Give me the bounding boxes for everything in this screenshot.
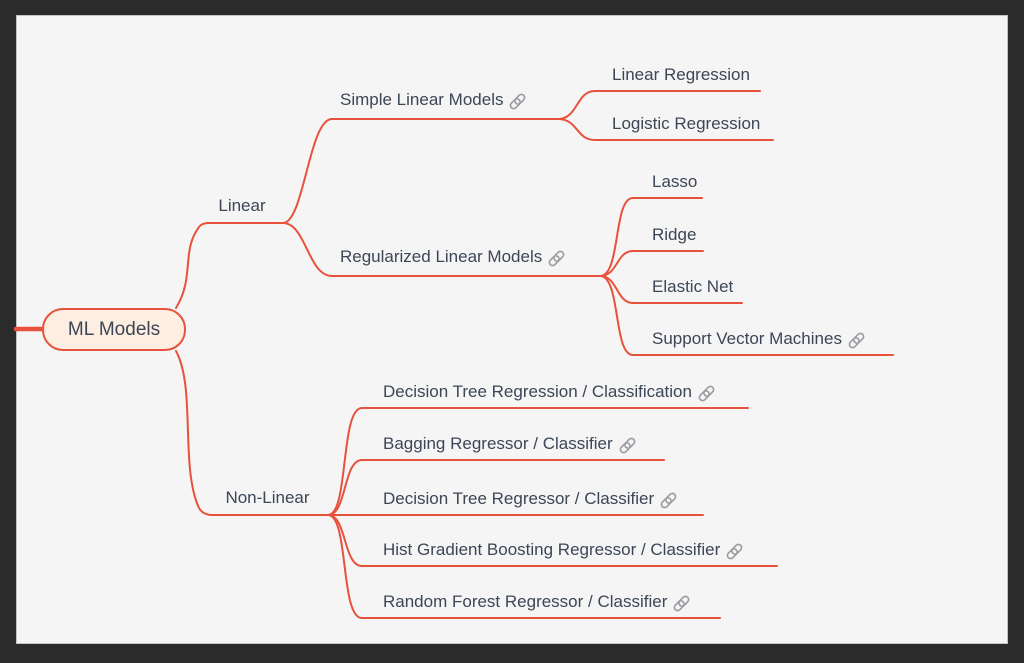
curve-linear-regularized [282, 222, 601, 277]
node-label: Hist Gradient Boosting Regressor / Class… [383, 540, 721, 559]
node-label: Linear [218, 196, 266, 215]
node-label: Simple Linear Models [340, 90, 504, 109]
node-hist-gradient-boosting-regressor-classifier[interactable]: Hist Gradient Boosting Regressor / Class… [383, 539, 744, 561]
node-logistic-regression[interactable]: Logistic Regression [612, 113, 760, 135]
node-linear[interactable]: Linear [201, 195, 283, 217]
curve-reg-svm [599, 275, 894, 356]
node-label: Elastic Net [652, 277, 734, 296]
root-node-ml-models[interactable]: ML Models [42, 308, 186, 351]
node-label: Non-Linear [225, 488, 310, 507]
link-icon[interactable] [618, 436, 637, 455]
curve-reg-lasso [599, 197, 703, 277]
node-decision-tree-regressor-classifier[interactable]: Decision Tree Regressor / Classifier [383, 488, 678, 510]
node-label: Lasso [652, 172, 698, 191]
node-non-linear[interactable]: Non-Linear [207, 487, 328, 509]
curve-root-linear [175, 222, 284, 309]
root-node-label: ML Models [67, 318, 161, 340]
link-icon[interactable] [697, 384, 716, 403]
link-icon[interactable] [672, 594, 691, 613]
node-bagging-regressor-classifier[interactable]: Bagging Regressor / Classifier [383, 433, 637, 455]
link-icon[interactable] [508, 92, 527, 111]
node-lasso[interactable]: Lasso [652, 171, 697, 193]
curve-linear-simple [282, 118, 559, 224]
node-label: Bagging Regressor / Classifier [383, 434, 613, 453]
node-ridge[interactable]: Ridge [652, 224, 696, 246]
curve-simple-linreg [557, 90, 761, 120]
node-decision-tree-regression-classification[interactable]: Decision Tree Regression / Classificatio… [383, 381, 716, 403]
link-icon[interactable] [725, 542, 744, 561]
node-label: Linear Regression [612, 65, 750, 84]
link-icon[interactable] [547, 249, 566, 268]
curve-nl-dtregression [327, 407, 749, 516]
node-label: Ridge [652, 225, 697, 244]
node-label: Decision Tree Regressor / Classifier [383, 489, 655, 508]
node-linear-regression[interactable]: Linear Regression [612, 64, 750, 86]
node-label: Decision Tree Regression / Classificatio… [383, 382, 692, 401]
link-icon[interactable] [659, 491, 678, 510]
curve-root-nonlinear [175, 350, 329, 516]
node-support-vector-machines[interactable]: Support Vector Machines [652, 328, 866, 350]
node-label: Regularized Linear Models [340, 247, 543, 266]
curve-simple-logreg [557, 118, 774, 141]
node-label: Random Forest Regressor / Classifier [383, 592, 668, 611]
link-icon[interactable] [847, 331, 866, 350]
curve-nl-bagging [327, 459, 665, 516]
node-elastic-net[interactable]: Elastic Net [652, 276, 733, 298]
node-regularized-linear-models[interactable]: Regularized Linear Models [340, 246, 566, 268]
node-simple-linear-models[interactable]: Simple Linear Models [340, 89, 527, 111]
curve-nl-randomforest [327, 514, 721, 619]
curve-reg-ridge [599, 250, 704, 277]
node-label: Support Vector Machines [652, 329, 842, 348]
node-label: Logistic Regression [612, 114, 761, 133]
node-random-forest-regressor-classifier[interactable]: Random Forest Regressor / Classifier [383, 591, 691, 613]
